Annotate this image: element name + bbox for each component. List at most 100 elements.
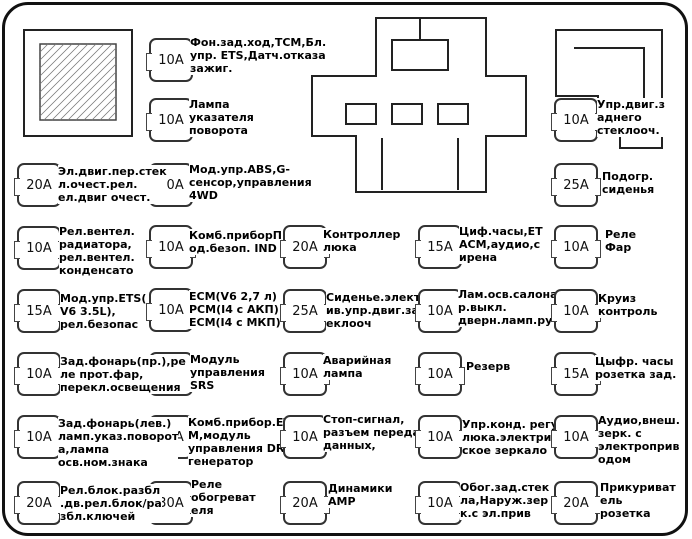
fuse-rating: 10A xyxy=(280,415,330,459)
fuse-label-line: збл.ключей xyxy=(60,510,136,523)
fuse-label-line: SRS xyxy=(190,379,215,392)
fuse-label-line: р.выкл. xyxy=(458,301,507,314)
fuse-label-line: Цыфр. часы xyxy=(595,355,674,368)
fuse-label-line: ле прот.фар, xyxy=(60,368,144,381)
fuse-label-line: рел.вентел. xyxy=(59,251,135,264)
fuse-label-line: Круиз xyxy=(598,292,637,305)
fuse-label-line: сенсор,управления xyxy=(189,176,312,189)
fuse-label-line: Циф.часы,ЕТ xyxy=(459,225,543,238)
fuse-label-line: АСМ,аудио,с xyxy=(459,238,541,251)
fuse-label-line: управления DRL, xyxy=(188,442,296,455)
fuse-rating: 20A xyxy=(14,481,64,525)
fuse-rating: 10A xyxy=(551,415,601,459)
fuse-label-line: Стоп-сигнал, xyxy=(323,413,405,426)
fuse-label-line: V6 3.5L), xyxy=(60,305,116,318)
fuse-rating: 15A xyxy=(14,289,64,333)
fuse-label-line: еклооч xyxy=(326,317,372,330)
fuse-rating: 10A xyxy=(146,225,196,269)
fuse-label: Резерв xyxy=(466,360,511,373)
fuse-label-line: обогреват xyxy=(191,491,256,504)
fuse-rating: 15A xyxy=(415,225,465,269)
fuse-rating: 10A xyxy=(415,415,465,459)
fuse-rating: 20A xyxy=(551,481,601,525)
fuse-rating: 20A xyxy=(280,225,330,269)
fuse-label-line: разъем передачи xyxy=(323,426,436,439)
fuse-label-line: а,лампа xyxy=(58,443,110,456)
fuse-label-line: Резерв xyxy=(466,360,511,373)
fuse-label-line: рел.безопас xyxy=(60,318,139,331)
fuse-label-line: управления xyxy=(190,366,265,379)
fuse-label-line: стеклооч. xyxy=(597,124,660,137)
fuse-rating: 10A xyxy=(14,352,64,396)
fuse-label-line: Мод.упр.ABS,G- xyxy=(189,163,290,176)
fuse-label-line: Упр.двиг.з xyxy=(597,98,666,111)
fuse-label-line: еля xyxy=(191,504,214,517)
fuse-rating: 20A xyxy=(14,163,64,207)
fuse-label-line: ское зеркало xyxy=(462,444,548,457)
fuse-label-line: сиденья xyxy=(602,183,655,196)
connector-center xyxy=(311,17,527,193)
fuse-label-line: Модуль xyxy=(190,353,240,366)
fuse-label-line: AMP xyxy=(328,495,356,508)
fuse-label-line: Комб.приборП xyxy=(189,229,282,242)
fuse-label-line: Контроллер xyxy=(323,228,401,241)
fuse-label-line: Лам.осв.салона.две xyxy=(458,288,586,301)
fuse-rating: 15A xyxy=(551,352,601,396)
fuse-label-line: Комб.прибор.ETAC xyxy=(188,416,307,429)
fuse-label-line: Мод.упр.ETS( xyxy=(60,292,147,305)
fuse-label: Мод.упр.ETS(V6 3.5L),рел.безопас xyxy=(60,292,147,331)
fuse-rating: 10A xyxy=(146,98,196,142)
fuse-label: Подогр.сиденья xyxy=(602,170,655,196)
fuse-label-line: Рел.блок.разбл xyxy=(60,484,161,497)
fuse-label-line: Динамики xyxy=(328,482,393,495)
fuse-rating: 10A xyxy=(280,352,330,396)
fuse-label-line: аднего xyxy=(597,111,642,124)
fuse-rating: 10A xyxy=(14,415,64,459)
fuse-label-line: осв.ном.знака xyxy=(58,456,148,469)
fuse-label-line: Фон.зад.ход,TCM,Бл. xyxy=(190,36,327,49)
fuse-label-line: ламп.указ.поворот xyxy=(58,430,179,443)
fuse-label-line: Аварийная xyxy=(323,354,392,367)
fuse-label-line: одом xyxy=(598,453,631,466)
fuse-label-line: Аудио,внеш. xyxy=(598,414,680,427)
fuse-label-line: люка.электриче xyxy=(462,431,567,444)
fuse-label-line: ECM(I4 с МКП) xyxy=(189,316,281,329)
fuse-label: Рел.вентел.радиатора,рел.вентел.конденса… xyxy=(59,225,135,277)
fuse-rating: 10A xyxy=(551,98,601,142)
fuse-label-line: Реле xyxy=(605,228,637,241)
fuse-label-line: Прикуриват xyxy=(600,481,676,494)
fuse-label-line: поворота xyxy=(189,124,248,137)
fuse-label-line: Обог.зад.стек xyxy=(460,481,550,494)
fuse-rating: 10A xyxy=(415,481,465,525)
fuse-label-line: Реле xyxy=(191,478,223,491)
fuse-label-line: люка xyxy=(323,241,357,254)
fuse-label-line: розетка зад. xyxy=(595,368,677,381)
fuse-label-line: лампа xyxy=(323,367,363,380)
fuse-rating: 10A xyxy=(146,38,196,82)
fuse-rating: 25A xyxy=(280,289,330,333)
fuse-label-line: 4WD xyxy=(189,189,218,202)
fuse-label-line: зерк. с xyxy=(598,427,642,440)
fuse-label-line: конденсато xyxy=(59,264,134,277)
fuse-label-line: упр. ETS,Датч.отказа xyxy=(190,49,326,62)
fuse-rating: 20A xyxy=(280,481,330,525)
fuse-label-line: PCM(I4 с АКП) xyxy=(189,303,279,316)
